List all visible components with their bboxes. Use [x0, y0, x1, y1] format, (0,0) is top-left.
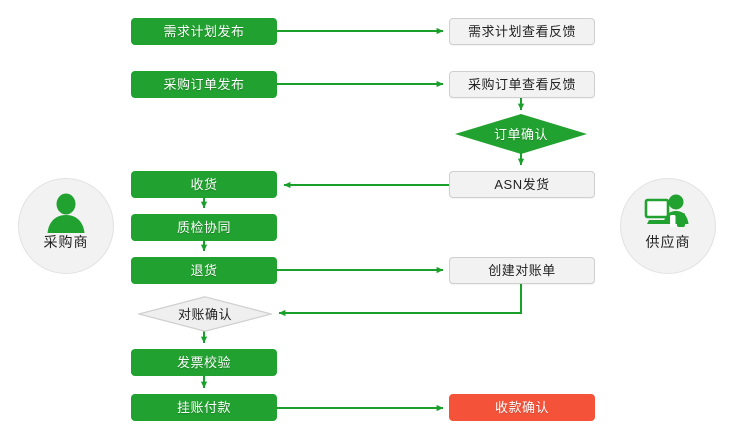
person-at-computer-icon [644, 194, 689, 227]
node-po-feedback[interactable]: 采购订单查看反馈 [449, 71, 595, 98]
node-label: 创建对账单 [488, 263, 556, 278]
node-demand-plan-publish[interactable]: 需求计划发布 [131, 18, 277, 45]
node-receipt-confirm[interactable]: 收款确认 [449, 394, 595, 421]
node-demand-plan-feedback[interactable]: 需求计划查看反馈 [449, 18, 595, 45]
node-invoice-verify[interactable]: 发票校验 [131, 349, 277, 376]
node-quality-collab[interactable]: 质检协同 [131, 214, 277, 241]
node-label: 收款确认 [494, 400, 549, 415]
node-create-statement[interactable]: 创建对账单 [449, 257, 595, 284]
node-label: 需求计划查看反馈 [467, 24, 576, 39]
node-order-confirm[interactable]: 订单确认 [455, 114, 587, 154]
node-label: 发票校验 [176, 355, 231, 370]
diamond-shape [455, 114, 587, 154]
person-icon [47, 193, 85, 233]
node-label: 订单确认 [493, 126, 548, 142]
node-label: 收货 [190, 177, 218, 192]
node-payable-payment[interactable]: 挂账付款 [131, 394, 277, 421]
actor-buyer[interactable]: 采购商 [18, 178, 114, 274]
node-label: 退货 [190, 263, 218, 278]
node-return-goods[interactable]: 退货 [131, 257, 277, 284]
node-label: ASN发货 [494, 177, 550, 192]
node-statement-confirm[interactable]: 对账确认 [138, 296, 272, 332]
node-receive-goods[interactable]: 收货 [131, 171, 277, 198]
node-label: 需求计划发布 [163, 24, 245, 39]
node-label: 采购订单发布 [163, 77, 245, 92]
node-label: 挂账付款 [176, 400, 231, 415]
node-label: 采购订单查看反馈 [467, 77, 576, 92]
node-asn-shipment[interactable]: ASN发货 [449, 171, 595, 198]
actor-supplier[interactable]: 供应商 [620, 178, 716, 274]
node-label: 对账确认 [177, 306, 232, 322]
actor-buyer-label: 采购商 [43, 234, 89, 250]
actor-supplier-label: 供应商 [645, 234, 691, 250]
node-label: 质检协同 [176, 220, 231, 235]
edge-statement-to-confirm [278, 284, 522, 317]
node-po-publish[interactable]: 采购订单发布 [131, 71, 277, 98]
diamond-shape [138, 296, 272, 332]
